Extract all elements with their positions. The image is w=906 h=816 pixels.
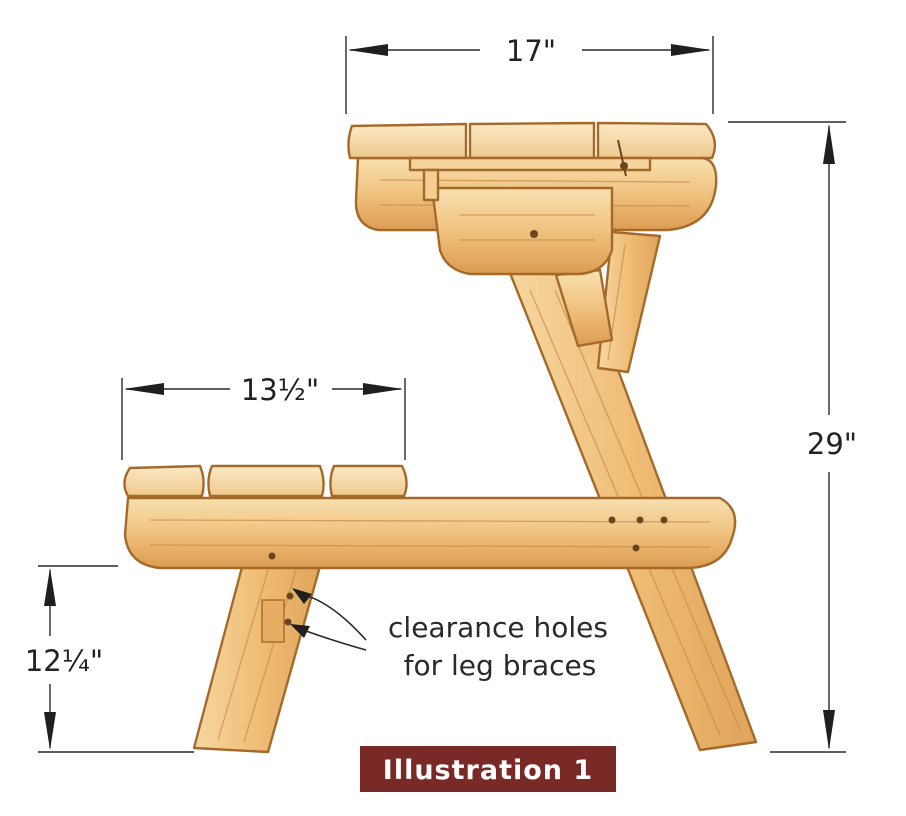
arrow-up-icon xyxy=(823,124,835,164)
arrow-right-icon xyxy=(671,44,711,56)
dimension-seat-height: 12¼" xyxy=(25,565,194,753)
tabletop-width-label: 17" xyxy=(506,34,556,68)
arrow-icon xyxy=(290,624,310,638)
arrow-down-icon xyxy=(44,712,56,750)
dimension-tabletop-width: 17" xyxy=(345,34,714,114)
tabletop-batten xyxy=(408,139,652,202)
dimension-seat-width: 13½" xyxy=(121,373,406,460)
callout-line-2: for leg braces xyxy=(404,649,597,682)
arrow-up-icon xyxy=(44,568,56,606)
arrow-left-icon xyxy=(124,383,164,395)
callout-line-1: clearance holes xyxy=(388,611,608,644)
seat-height-label: 12¼" xyxy=(25,644,103,678)
clearance-holes-callout: clearance holes for leg braces xyxy=(290,588,608,682)
seat-leg xyxy=(192,550,326,754)
illustration-badge: Illustration 1 xyxy=(360,746,616,792)
arrow-icon xyxy=(292,588,312,604)
seat-width-label: 13½" xyxy=(241,373,319,407)
arrow-down-icon xyxy=(823,710,835,750)
seat-cleat xyxy=(123,496,737,570)
total-height-label: 29" xyxy=(807,427,857,461)
arrow-right-icon xyxy=(363,383,403,395)
seat-boards xyxy=(123,464,408,498)
dimension-total-height: 29" xyxy=(728,121,857,753)
arrow-left-icon xyxy=(348,44,388,56)
illustration-label: Illustration 1 xyxy=(383,755,593,786)
center-support xyxy=(430,186,614,276)
bolt-icon xyxy=(530,230,538,238)
tabletop-boards xyxy=(347,121,717,160)
